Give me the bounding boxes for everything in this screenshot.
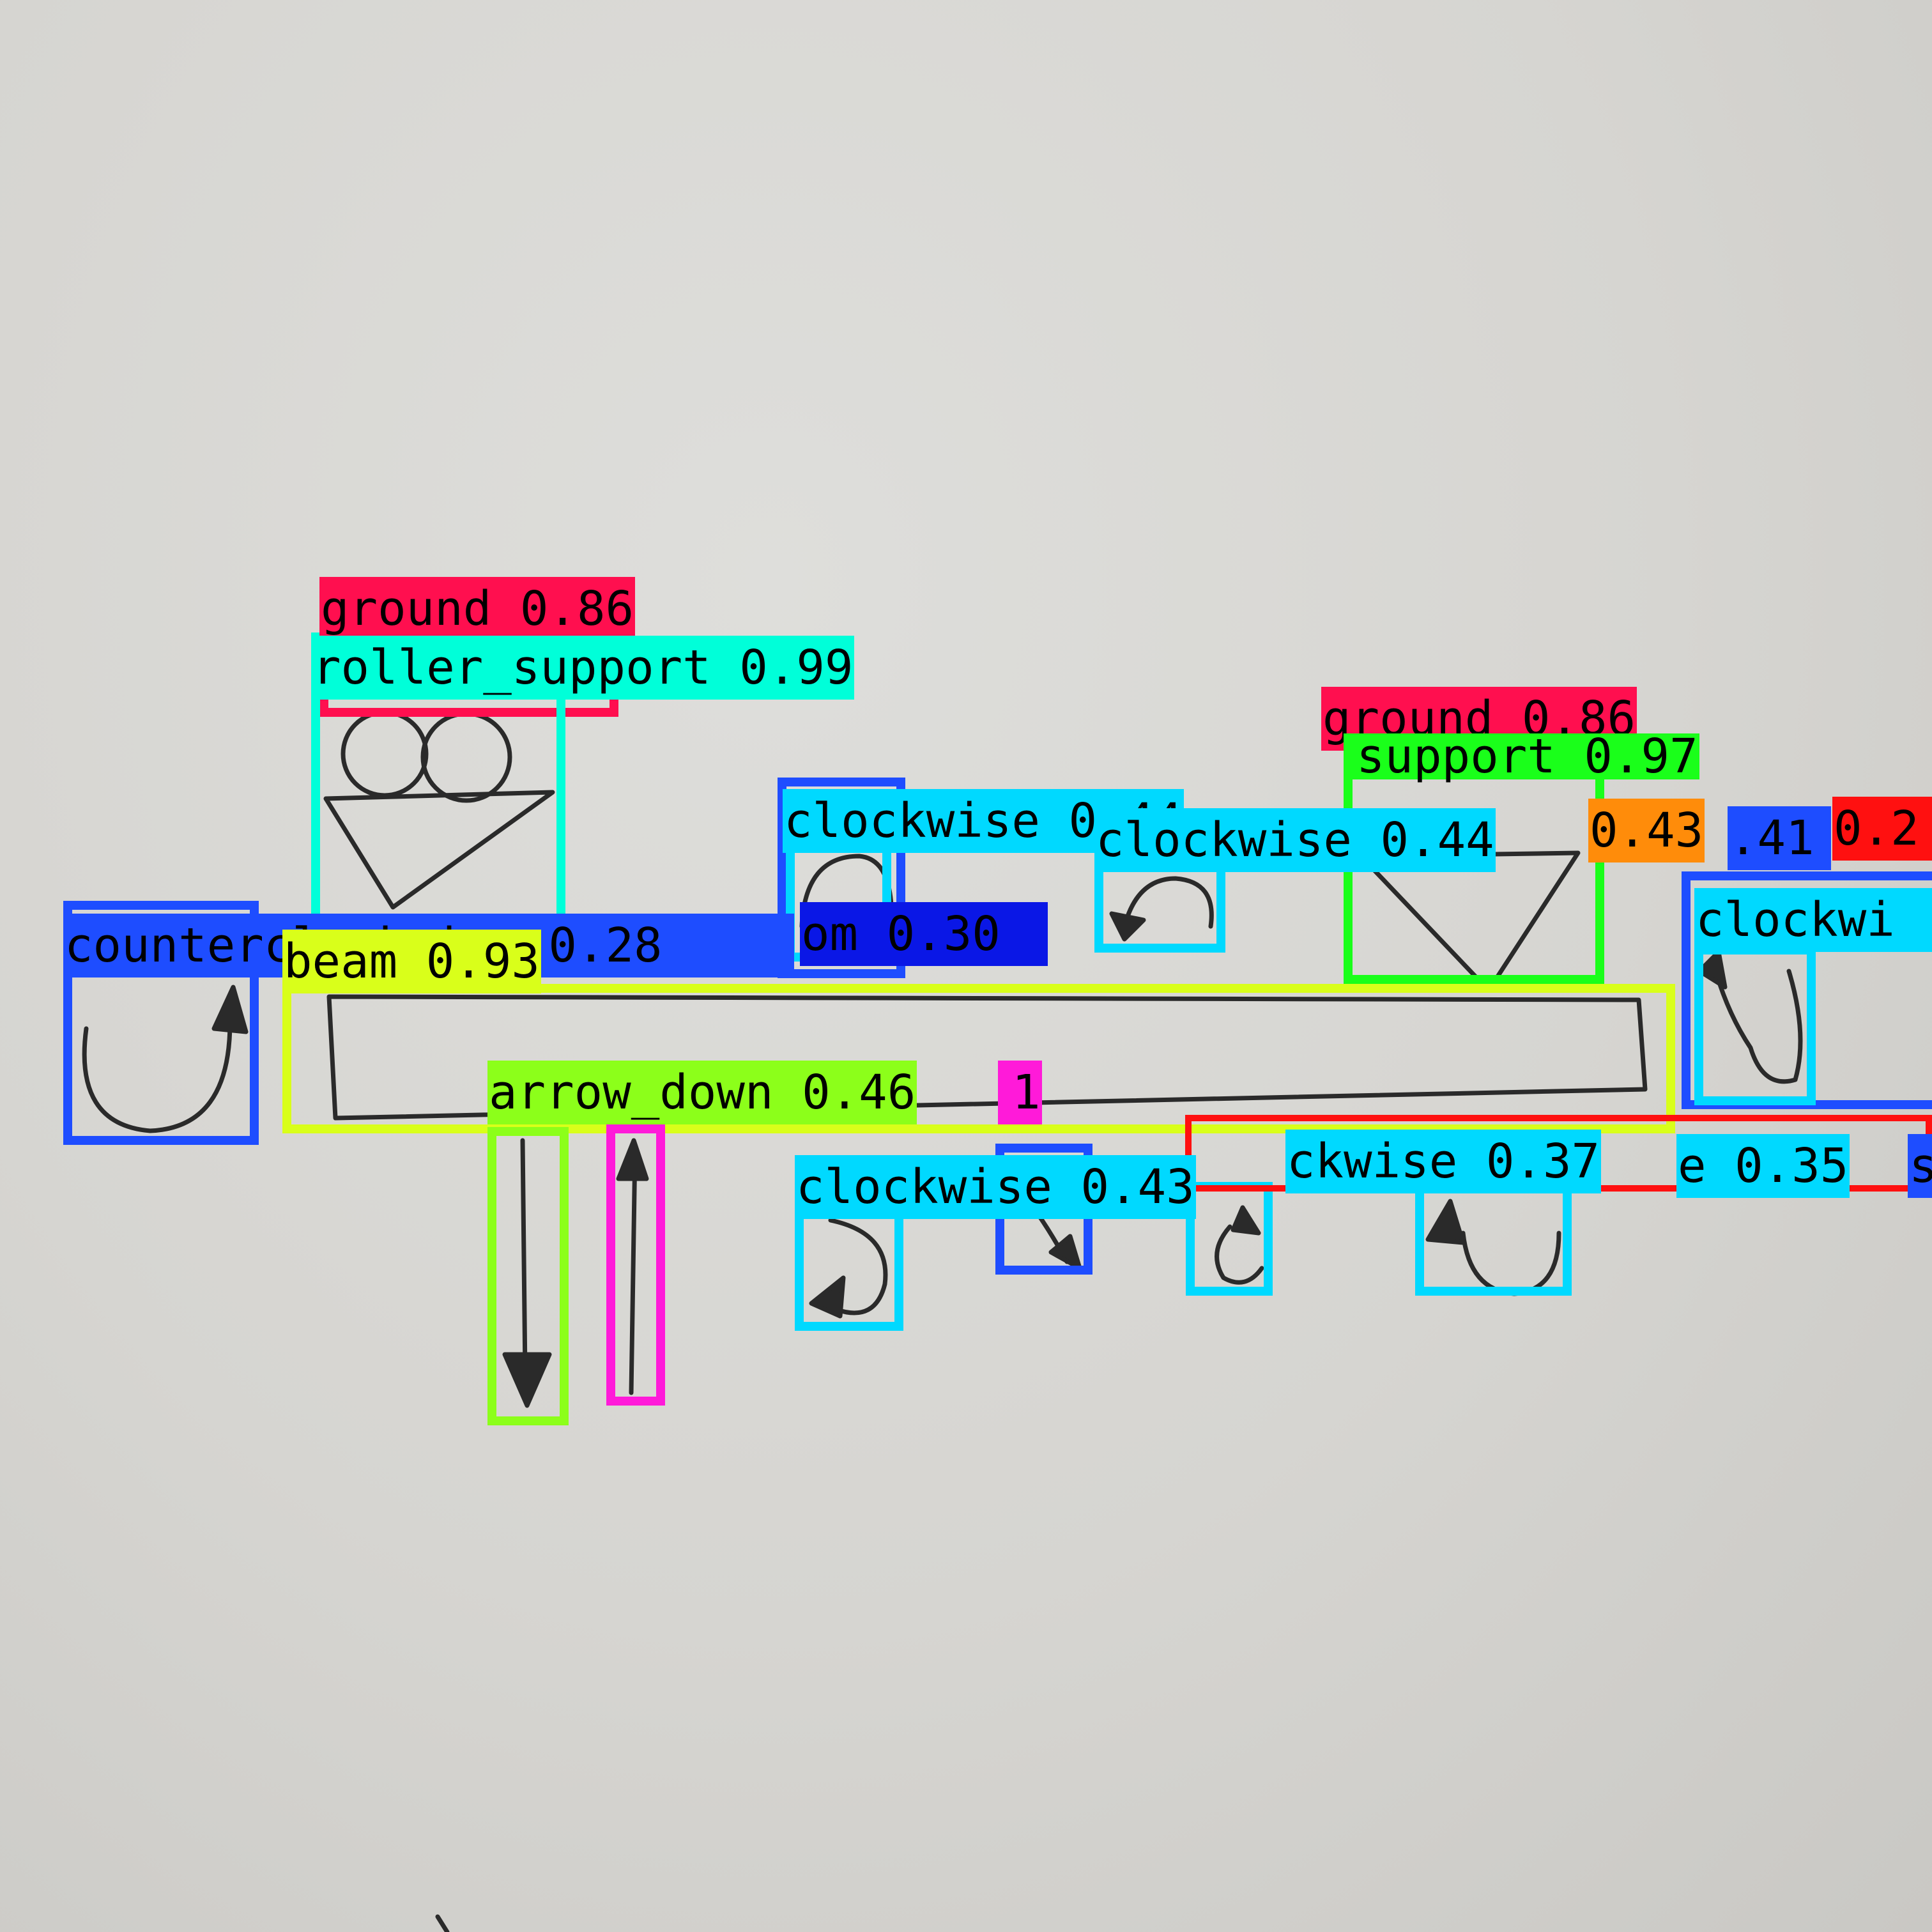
clockwise-arrow-bottom-left xyxy=(809,1218,888,1319)
detection-label-arrow-down: arrow_down 0.46 xyxy=(487,1061,917,1124)
detection-label-clockwise-bottom-left: clockwise 0.43 xyxy=(795,1155,1196,1219)
detection-label-s: s xyxy=(1908,1134,1932,1198)
detection-label-0-41: .41 xyxy=(1728,806,1831,870)
counterclockwise-arrow-left xyxy=(82,985,249,1133)
detection-label-ground-left: ground 0.86 xyxy=(319,577,636,641)
detection-label-0-35: e 0.35 xyxy=(1676,1134,1850,1198)
detection-label-0-43: 0.43 xyxy=(1588,799,1705,862)
detection-label-roller-support: roller_support 0.99 xyxy=(311,636,855,700)
clockwise-arrow-right xyxy=(1697,949,1803,1084)
clockwise-arrow-bottom-mid2 xyxy=(1215,1205,1264,1285)
detection-label-support-right: support 0.97 xyxy=(1344,733,1699,780)
det-box-clockwise-bottom-right xyxy=(1415,1182,1572,1296)
detection-label-0-2: 0.2 xyxy=(1832,797,1932,861)
pen-mark-bottom xyxy=(435,1914,450,1932)
det-box-clockwise-bottom-mid2 xyxy=(1186,1182,1273,1296)
beam-drawing xyxy=(326,994,1648,1121)
clockwise-arrow-top-right xyxy=(1109,876,1214,942)
detection-label-om: om 0.30 xyxy=(800,902,1048,966)
detection-label-clockwise-bottom-right: ckwise 0.37 xyxy=(1285,1130,1602,1193)
detection-label-arrow-up: 1 xyxy=(998,1061,1042,1124)
det-box-arrow-down xyxy=(487,1127,569,1425)
detection-label-beam: beam 0.93 xyxy=(282,930,541,993)
det-box-arrow-up xyxy=(606,1124,665,1406)
detection-label-clockwise-right: clockwi xyxy=(1694,888,1932,952)
det-box-clockwise-right-inner xyxy=(1694,946,1816,1105)
detection-label-clockwise-top-mid: clockwise 0.44 xyxy=(1094,808,1496,872)
arrow-up-drawing xyxy=(616,1138,649,1395)
arrow-down-drawing xyxy=(502,1138,552,1408)
